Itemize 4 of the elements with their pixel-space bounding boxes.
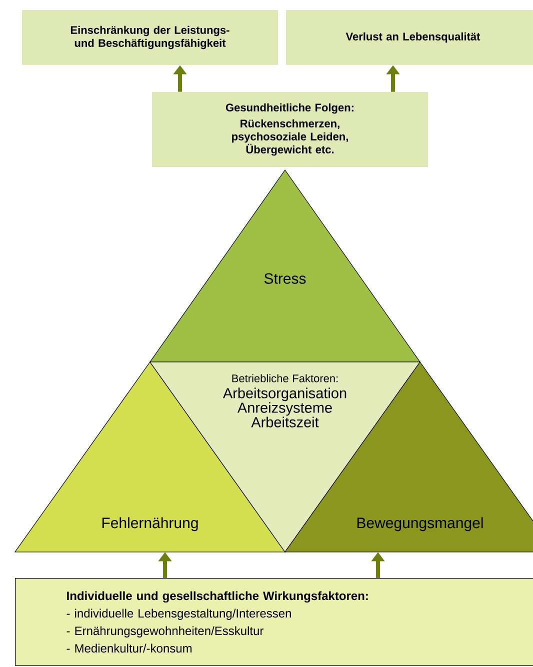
text-box: Individuelle und gesellschaftliche Wirkungsfaktoren: - individuelle Lebensgestaltung/Interessen - Ernährungsgewohnheiten/Esskultur - Medienkultur/-konsum — [15, 578, 533, 666]
text-box: Gesundheitliche Folgen: Rückenschmerzen, psychosoziale Leiden, Übergewicht etc. — [152, 92, 428, 167]
text-box: Einschränkung der Leistungs- und Beschäftigungsfähigkeit — [22, 10, 278, 65]
text-box: Verlust an Lebensqualität — [286, 10, 533, 65]
